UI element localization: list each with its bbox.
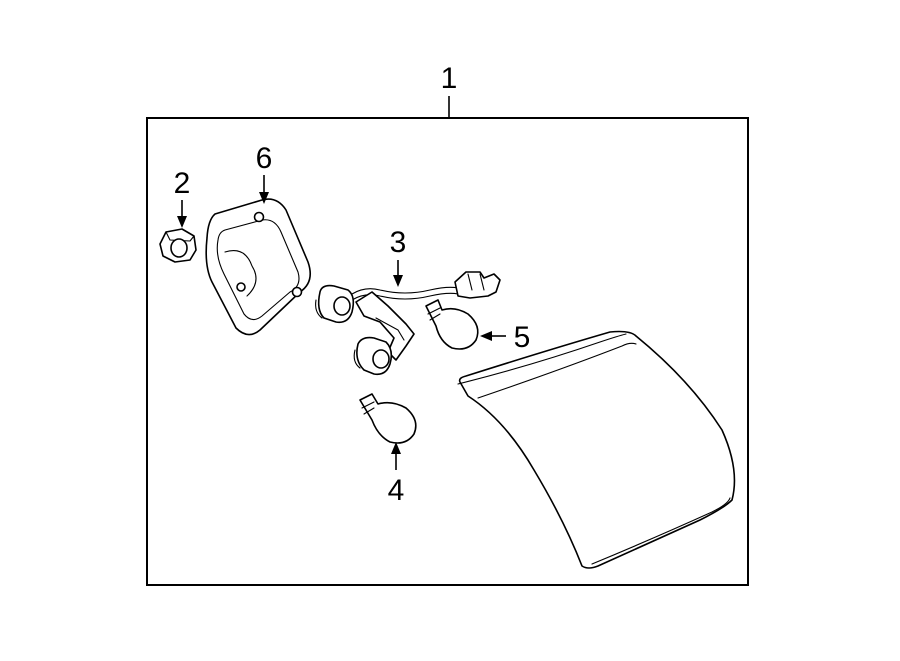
callout-3[interactable]: 3 [390,226,407,287]
tail-lamp-lens-part[interactable] [457,330,736,569]
callout-2[interactable]: 2 [174,167,191,228]
callout-5[interactable]: 5 [480,321,530,354]
grommet-part[interactable] [159,228,197,263]
callout-label-3: 3 [390,226,407,259]
bulb-upper-part[interactable] [425,299,479,350]
callout-label-4: 4 [388,474,405,507]
arrow-head-4 [391,442,401,454]
arrow-head-6 [259,192,269,204]
callout-label-6: 6 [256,142,273,175]
arrow-head-3 [393,275,403,287]
callout-4[interactable]: 4 [388,442,405,507]
gasket-part[interactable] [205,198,311,336]
callout-6[interactable]: 6 [256,142,273,204]
callout-1[interactable]: 1 [441,62,458,118]
arrow-head-2 [177,216,187,228]
bulb-lower-part[interactable] [359,393,417,444]
callout-label-2: 2 [174,167,191,200]
assembly-frame [146,117,749,586]
socket-harness-part[interactable] [315,271,501,376]
callout-label-5: 5 [514,321,531,354]
callout-label-1: 1 [441,62,458,95]
arrow-head-5 [480,331,492,341]
